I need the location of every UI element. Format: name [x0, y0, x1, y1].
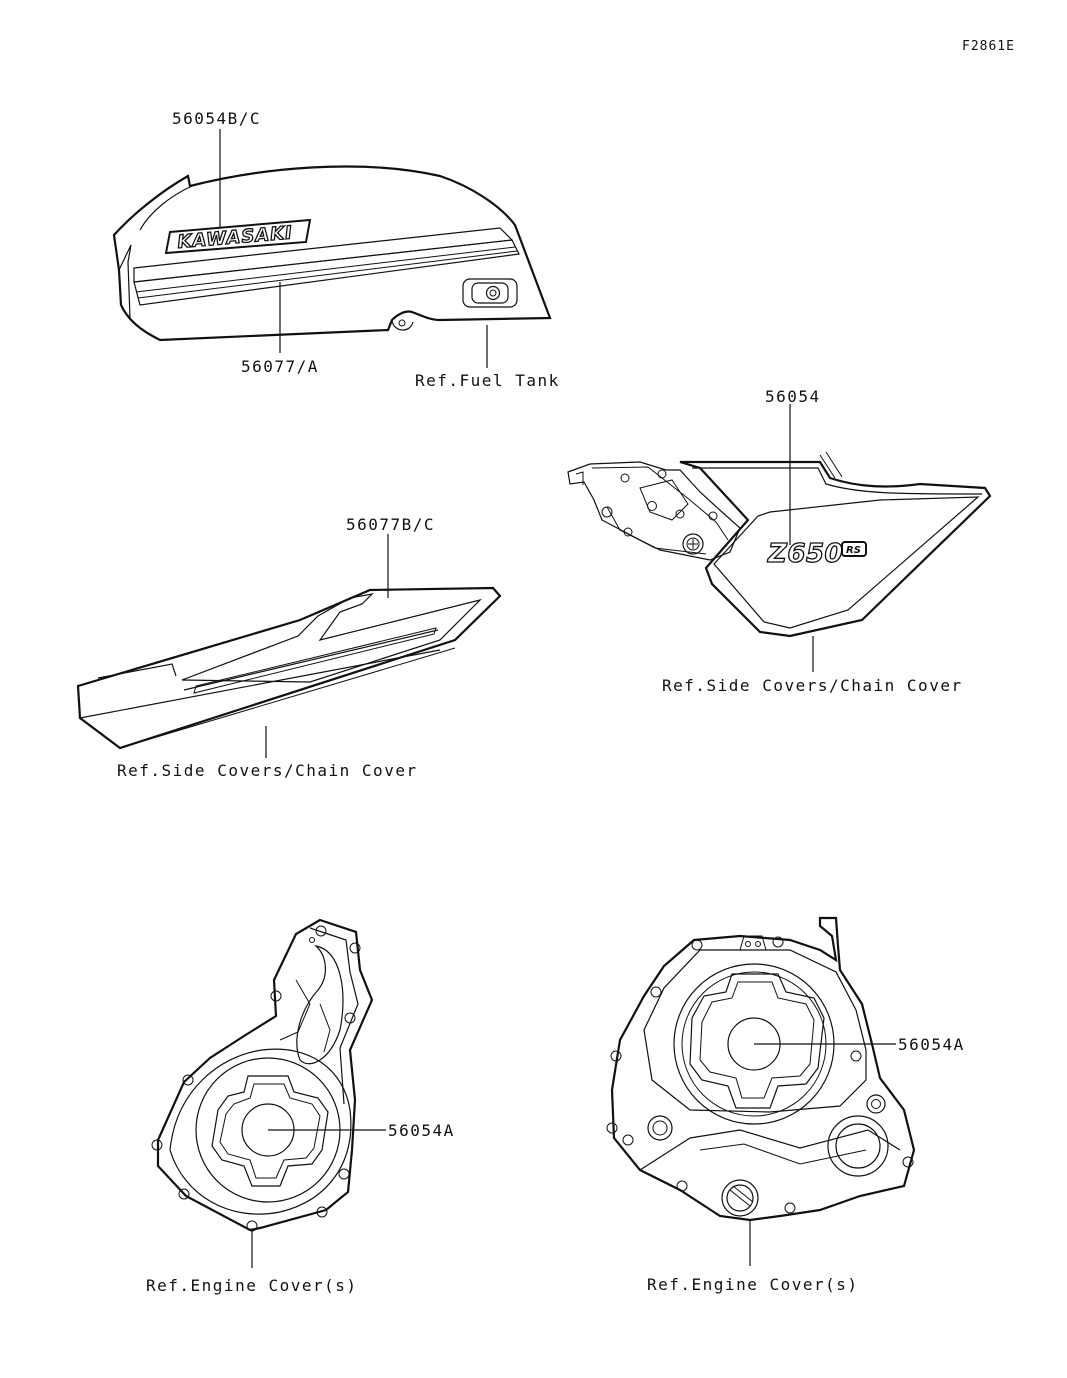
right-engine-cover-drawing: [606, 916, 916, 1222]
label-engine-right-mark: 56054A: [898, 1035, 965, 1054]
z650-rs-decal: Z650 RS: [766, 538, 867, 570]
label-ref-engine-right: Ref.Engine Cover(s): [647, 1275, 859, 1294]
left-engine-cover-drawing: [151, 918, 374, 1232]
side-cover-bracket: [567, 461, 741, 561]
fuel-tank-drawing: [112, 165, 552, 342]
label-tank-emblem: 56054B/C: [172, 109, 261, 128]
figure-code: F2861E: [962, 39, 1015, 54]
label-tail-stripe: 56077B/C: [346, 515, 435, 534]
side-cover-panel: [679, 451, 992, 638]
label-side-emblem: 56054: [765, 387, 821, 406]
kawasaki-decal: KAWASAKI: [164, 218, 312, 255]
label-ref-engine-left: Ref.Engine Cover(s): [146, 1276, 358, 1295]
tank-logo-text: KAWASAKI: [177, 222, 294, 253]
label-tank-stripe: 56077/A: [241, 357, 319, 376]
label-ref-fuel-tank: Ref.Fuel Tank: [415, 371, 560, 390]
side-logo-main: Z650: [767, 539, 843, 569]
side-logo-badge: [841, 541, 867, 557]
label-engine-left-mark: 56054A: [388, 1121, 455, 1140]
label-ref-side-right: Ref.Side Covers/Chain Cover: [662, 676, 963, 695]
tail-cover-drawing: [76, 586, 502, 750]
side-logo-suffix: RS: [846, 545, 861, 556]
label-ref-side-left: Ref.Side Covers/Chain Cover: [117, 761, 418, 780]
